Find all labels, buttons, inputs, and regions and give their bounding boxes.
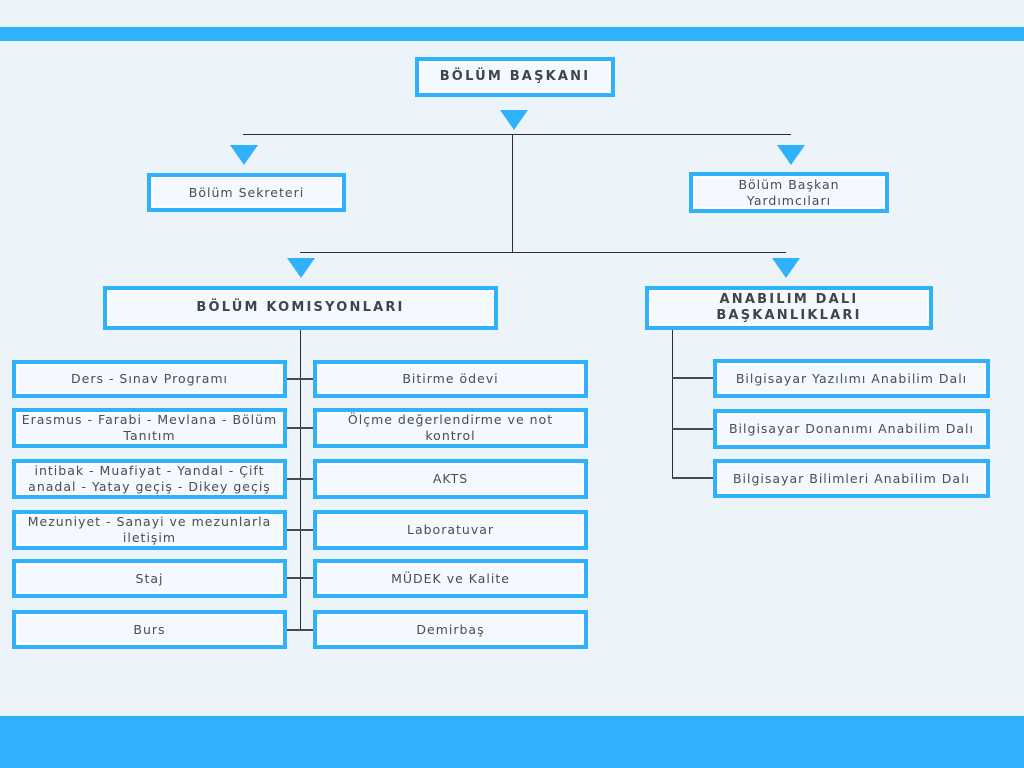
node-commissions-header: BÖLÜM KOMISYONLARI: [103, 286, 498, 330]
arrow-down-icon-departments: [772, 258, 800, 278]
connector-tick-row-2: [287, 427, 313, 429]
node-dept-yazilim: Bilgisayar Yazılımı Anabilim Dalı: [713, 359, 990, 398]
connector-line-top-horizontal: [243, 134, 791, 135]
node-commission-bitirme: Bitirme ödevi: [313, 360, 588, 398]
node-label: Erasmus - Farabi - Mevlana - Bölüm Tanıt…: [21, 412, 278, 443]
connector-tick-dept-2: [672, 428, 713, 430]
node-commission-staj: Staj: [12, 559, 287, 598]
node-commission-olcme: Ölçme değerlendirme ve not kontrol: [313, 408, 588, 448]
connector-tick-dept-1: [672, 377, 713, 379]
node-department-head: BÖLÜM BAŞKANI: [415, 57, 615, 97]
node-label: Staj: [135, 570, 164, 586]
node-label: Mezuniyet - Sanayi ve mezunlarla iletişi…: [27, 514, 272, 545]
node-label: Bitirme ödevi: [402, 371, 499, 387]
top-stripe: [0, 27, 1024, 41]
connector-line-commissions-vertical: [300, 330, 301, 630]
node-label: Burs: [133, 621, 166, 637]
connector-tick-row-1: [287, 378, 313, 380]
node-dept-bilimler: Bilgisayar Bilimleri Anabilim Dalı: [713, 459, 990, 498]
connector-tick-row-5: [287, 577, 313, 579]
node-commission-mudek: MÜDEK ve Kalite: [313, 559, 588, 598]
node-commission-intibak: intibak - Muafiyat - Yandal - Çift anada…: [12, 459, 287, 499]
connector-line-mid-horizontal: [300, 252, 786, 253]
node-label: Bilgisayar Yazılımı Anabilim Dalı: [735, 370, 968, 386]
node-label: Bölüm Başkan Yardımcıları: [738, 176, 840, 208]
node-department-secretary: Bölüm Sekreteri: [147, 173, 346, 212]
node-label: MÜDEK ve Kalite: [391, 570, 510, 586]
node-commission-erasmus: Erasmus - Farabi - Mevlana - Bölüm Tanıt…: [12, 408, 287, 448]
node-label: Bölüm Sekreteri: [188, 184, 305, 200]
node-commission-akts: AKTS: [313, 459, 588, 499]
node-deputy-heads: Bölüm Başkan Yardımcıları: [689, 172, 889, 213]
node-commission-laboratuvar: Laboratuvar: [313, 510, 588, 550]
node-commission-ders-sinav: Ders - Sınav Programı: [12, 360, 287, 398]
arrow-down-icon-commissions: [287, 258, 315, 278]
node-label: Demirbaş: [416, 621, 485, 637]
connector-line-center-vertical: [512, 134, 513, 252]
node-departments-header: ANABILIM DALI BAŞKANLIKLARI: [645, 286, 933, 330]
connector-tick-row-3: [287, 478, 313, 480]
node-label: BÖLÜM KOMISYONLARI: [196, 299, 405, 315]
node-label: Bilgisayar Donanımı Anabilim Dalı: [728, 421, 974, 437]
node-label: Laboratuvar: [406, 522, 495, 538]
node-label: ANABILIM DALI BAŞKANLIKLARI: [716, 291, 862, 323]
arrow-down-icon-deputies: [777, 145, 805, 165]
arrow-down-icon-secretary: [230, 145, 258, 165]
connector-tick-row-4: [287, 529, 313, 531]
node-label: Bilgisayar Bilimleri Anabilim Dalı: [732, 470, 971, 486]
node-commission-mezuniyet: Mezuniyet - Sanayi ve mezunlarla iletişi…: [12, 510, 287, 550]
arrow-down-icon-root: [500, 110, 528, 130]
node-commission-burs: Burs: [12, 610, 287, 649]
connector-tick-row-6: [287, 629, 313, 631]
node-label: intibak - Muafiyat - Yandal - Çift anada…: [28, 463, 271, 494]
bottom-stripe: [0, 716, 1024, 768]
node-label: Ders - Sınav Programı: [71, 371, 228, 387]
node-label: Ölçme değerlendirme ve not kontrol: [347, 412, 554, 443]
node-commission-demirbas: Demirbaş: [313, 610, 588, 649]
node-label: AKTS: [432, 471, 469, 487]
connector-tick-dept-3: [672, 477, 713, 479]
node-label: BÖLÜM BAŞKANI: [439, 68, 591, 84]
node-dept-donanim: Bilgisayar Donanımı Anabilim Dalı: [713, 409, 990, 449]
connector-line-departments-vertical: [672, 330, 673, 479]
